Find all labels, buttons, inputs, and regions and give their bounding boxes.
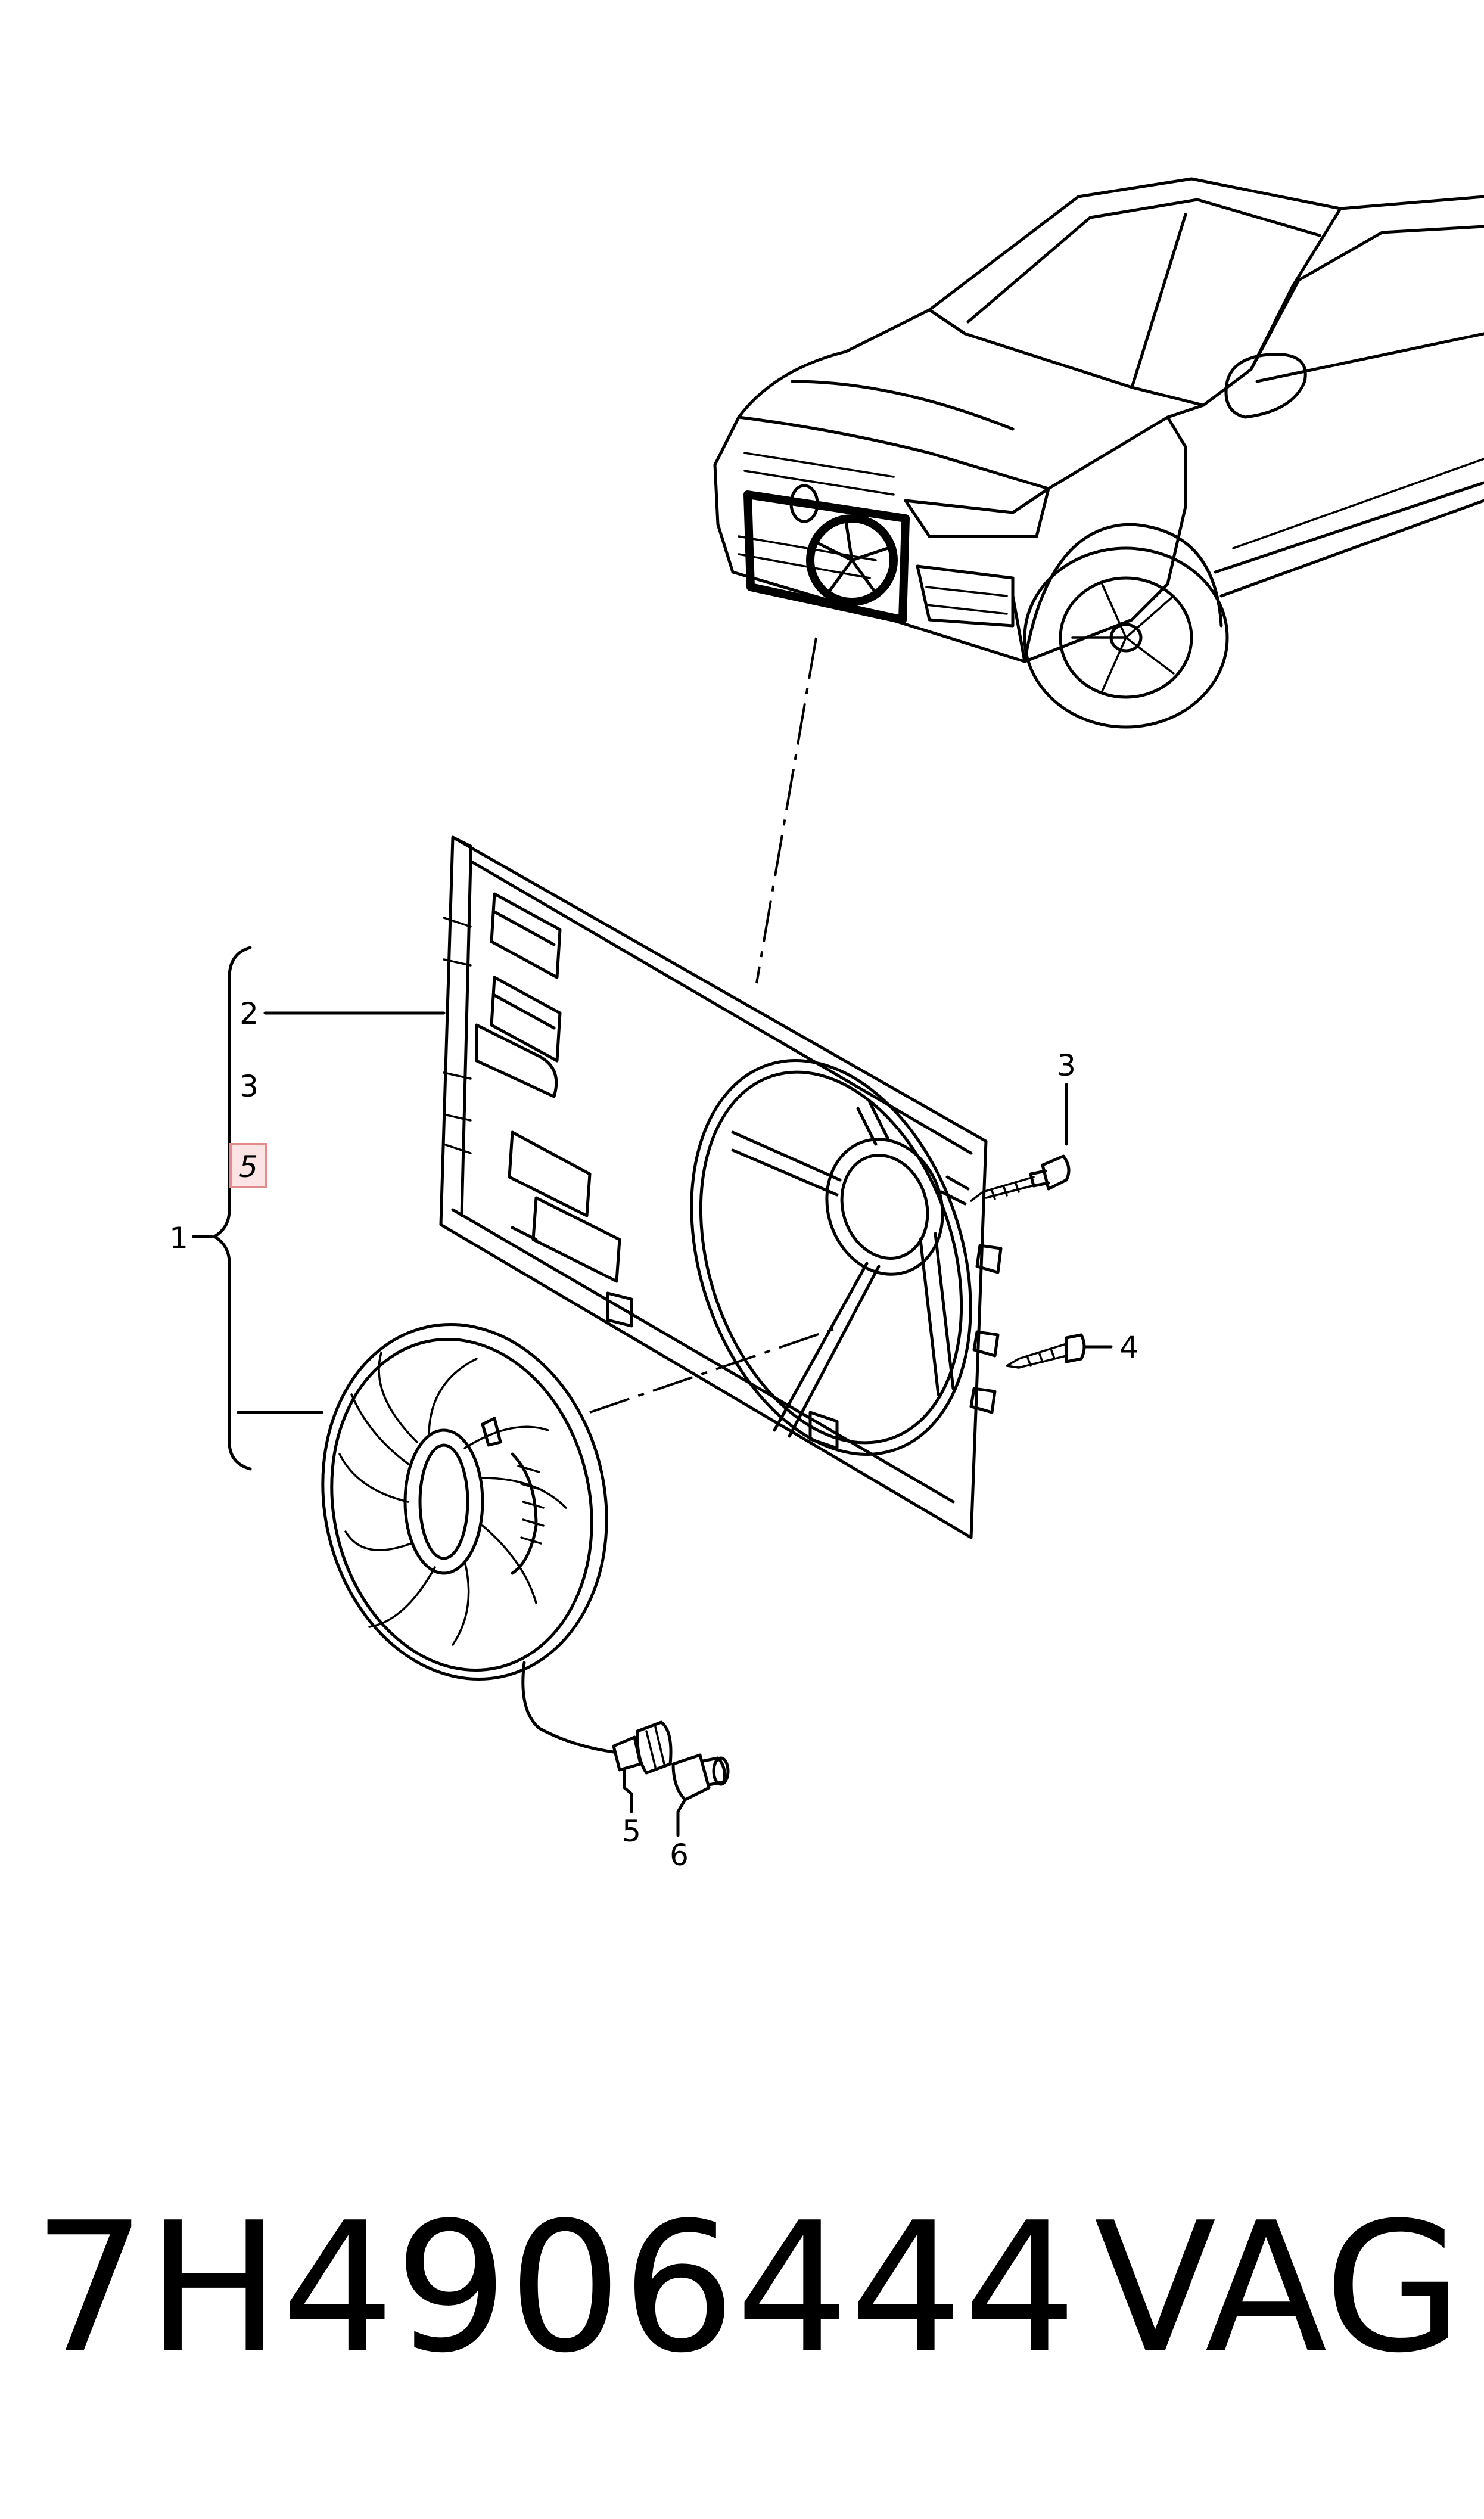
assembly-brace [213,946,252,1471]
callout-6[interactable]: 6 [670,1838,689,1872]
callout-leaders [192,946,1113,1837]
callout-5-bottom[interactable]: 5 [622,1814,641,1849]
radiator-fan [321,1323,615,1754]
callout-4[interactable]: 4 [1119,1330,1138,1365]
callout-2[interactable]: 2 [239,996,259,1031]
bolt-3 [970,1154,1071,1202]
leader-fan-to-shroud [589,1328,835,1414]
callout-3-right[interactable]: 3 [1057,1048,1076,1083]
bottom-caption: 7H4906444 VAG [33,2193,1463,2384]
connector-5 [612,1720,673,1775]
leader-car-to-shroud [755,637,817,984]
callout-5-highlight-box [229,1143,267,1188]
brand-name: VAG [1094,2184,1463,2392]
car-illustration [713,177,1484,729]
callout-3-left[interactable]: 3 [239,1069,259,1104]
callout-1[interactable]: 1 [169,1221,188,1256]
connector-6 [671,1753,730,1801]
fan-shroud [439,835,1003,1539]
callout-5-left[interactable]: 5 [239,1150,258,1184]
screw-4 [1006,1333,1086,1369]
part-number: 7H4906444 [33,2184,1077,2392]
